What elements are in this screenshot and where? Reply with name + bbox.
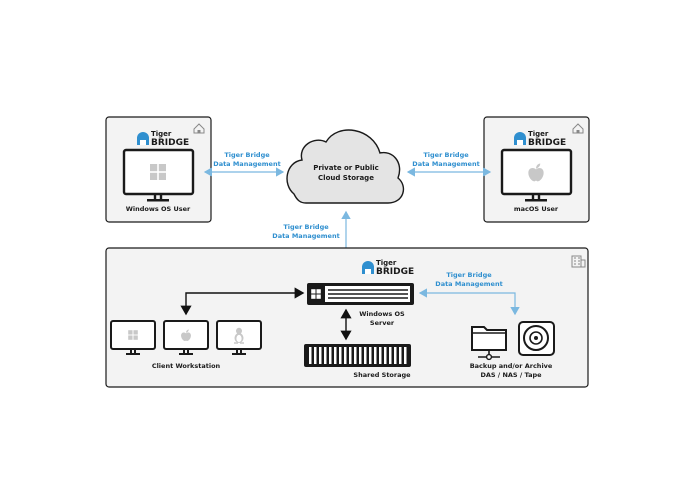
link-client	[180, 287, 305, 316]
server-label-line1: Windows OS	[359, 310, 405, 318]
logo-bridge-text: BRIDGE	[376, 267, 414, 277]
tiger-bridge-logo: Tiger BRIDGE	[137, 130, 189, 148]
storage-array-icon	[304, 344, 411, 367]
logo-tiger-text: Tiger	[376, 259, 397, 267]
logo-tiger-text: Tiger	[528, 130, 549, 138]
link-left-line1: Tiger Bridge	[224, 151, 270, 159]
link-right-line1: Tiger Bridge	[423, 151, 469, 159]
link-center-line2: Data Management	[272, 232, 339, 240]
office-panel: Tiger BRIDGE Windows OS Server Tiger Bri…	[105, 247, 589, 388]
logo-bridge-text: BRIDGE	[151, 138, 189, 148]
link-left-line2: Data Management	[213, 160, 280, 168]
link-archive-line2: Data Management	[435, 280, 502, 288]
building-icon	[571, 255, 586, 268]
link-right: Tiger Bridge Data Management	[406, 151, 492, 177]
monitor-linux	[216, 320, 262, 355]
windows-user-panel: Tiger BRIDGE Windows OS User	[105, 116, 212, 223]
backup-label-line2: DAS / NAS / Tape	[480, 371, 542, 379]
logo-tiger-text: Tiger	[151, 130, 172, 138]
cloud-icon: Private or Public Cloud Storage	[286, 129, 405, 204]
cloud-label-line1: Private or Public	[313, 164, 379, 172]
folder-network-icon	[471, 326, 507, 361]
linux-icon	[234, 327, 244, 344]
monitor-mac	[163, 320, 209, 355]
link-archive-line1: Tiger Bridge	[446, 271, 492, 279]
logo-bridge-text: BRIDGE	[528, 138, 566, 148]
link-left: Tiger Bridge Data Management	[203, 151, 285, 177]
mac-user-label: macOS User	[514, 205, 559, 213]
client-workstations	[110, 320, 262, 355]
tiger-bridge-logo: Tiger BRIDGE	[362, 259, 414, 277]
tiger-bridge-logo: Tiger BRIDGE	[514, 130, 566, 148]
link-archive: Tiger Bridge Data Management	[418, 271, 520, 316]
monitor	[122, 148, 195, 202]
shared-storage-label: Shared Storage	[353, 371, 411, 379]
home-icon	[572, 123, 584, 134]
server-label-line2: Server	[370, 319, 395, 327]
client-workstation-label: Client Workstation	[152, 362, 221, 370]
mac-user-panel: Tiger BRIDGE macOS User	[483, 116, 590, 223]
backup-label-line1: Backup and/or Archive	[470, 362, 553, 370]
home-icon	[193, 123, 205, 134]
windows-user-label: Windows OS User	[126, 205, 191, 213]
link-right-line2: Data Management	[412, 160, 479, 168]
rack-server-icon	[307, 283, 414, 305]
cloud-label-line2: Cloud Storage	[318, 174, 374, 182]
monitor-windows	[110, 320, 156, 355]
tape-reel-icon	[518, 321, 555, 356]
monitor	[500, 148, 573, 202]
link-center-line1: Tiger Bridge	[283, 223, 329, 231]
